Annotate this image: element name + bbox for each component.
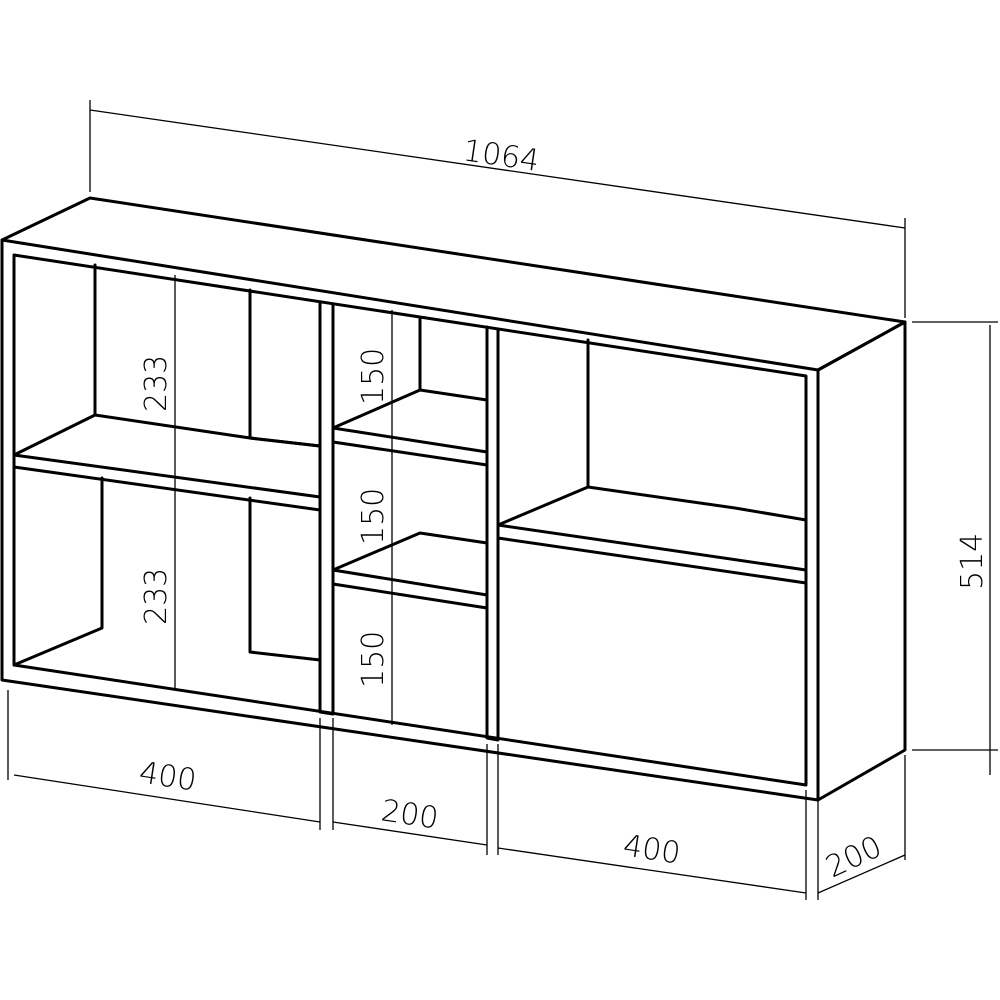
inner-opening [12, 253, 808, 787]
right-side-panel [816, 320, 907, 802]
left-shelf-front [12, 453, 322, 512]
top-surface [0, 196, 907, 372]
middle-shelf-2 [331, 531, 489, 610]
left-upper-height-label: 233 [139, 355, 174, 412]
dimension-lines [7, 100, 998, 900]
left-shelf-top [12, 413, 322, 457]
shelf-body [0, 196, 907, 802]
left-divider [318, 300, 335, 716]
left-width-label: 400 [137, 755, 199, 798]
overall-width-label: 1064 [461, 133, 542, 179]
left-lower-height-label: 233 [139, 568, 174, 625]
middle-width-label: 200 [379, 793, 441, 836]
front-outer-edge [0, 238, 820, 802]
middle-mid-height-label: 150 [356, 488, 391, 545]
overall-height-label: 514 [955, 533, 990, 590]
left-lower-back [12, 476, 104, 667]
right-width-label: 400 [621, 828, 683, 871]
right-divider [485, 325, 500, 742]
left-lower-back-panel [248, 496, 322, 662]
left-back-panel [248, 288, 322, 448]
right-shelf [496, 485, 808, 585]
middle-top-height-label: 150 [356, 348, 391, 405]
dimension-labels: 1064 514 400 200 400 200 233 233 150 150… [137, 133, 990, 885]
dimension-line-paths [7, 100, 998, 900]
middle-bottom-height-label: 150 [356, 631, 391, 688]
